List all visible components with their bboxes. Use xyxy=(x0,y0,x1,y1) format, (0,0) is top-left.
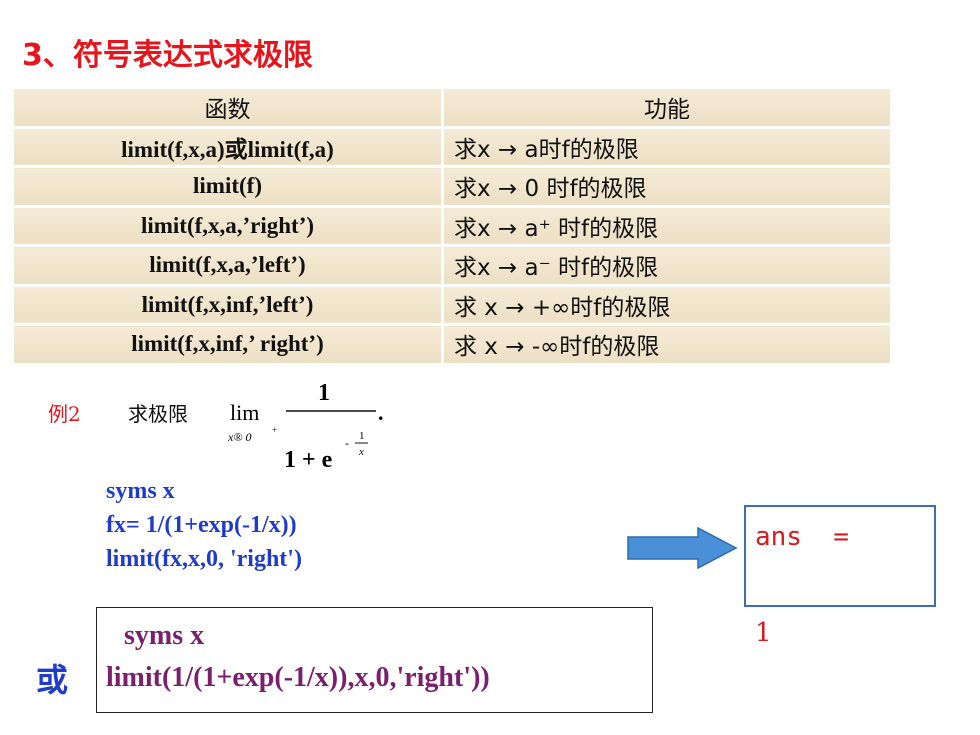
example-label: 例2 xyxy=(48,402,81,426)
formula-sub: x® 0 xyxy=(228,430,251,444)
code-box-2 xyxy=(96,607,653,713)
table-row: limit(f,x,a,’right’) 求x → a⁺ 时f的极限 xyxy=(14,206,890,247)
table-row: limit(f,x,a)或limit(f,a) 求x → a时f的极限 xyxy=(14,127,890,168)
formula-sub-sup: + xyxy=(272,425,277,435)
row-function: limit(f,x,inf,’ right’) xyxy=(14,324,444,366)
or-label: 或 xyxy=(36,661,69,699)
formula-period: . xyxy=(378,400,384,425)
row-function: limit(f,x,a,’right’) xyxy=(14,206,444,247)
table-row: limit(f) 求x → 0 时f的极限 xyxy=(14,166,890,208)
code-line: limit(fx,x,0, 'right') xyxy=(106,546,302,572)
table-row: limit(f,x,a,’left’) 求x → a⁻ 时f的极限 xyxy=(14,245,890,287)
formula-exp-num: 1 xyxy=(359,430,365,442)
table-row: limit(f,x,inf,’ right’) 求 x → -∞时f的极限 xyxy=(14,324,890,366)
limit-formula: lim x® 0 + 1 1 + e - 1 x . xyxy=(228,380,384,473)
row-description: 求x → a时f的极限 xyxy=(442,127,890,168)
formula-lim: lim xyxy=(230,400,259,425)
header-description: 功能 xyxy=(442,89,890,129)
formula-denominator: 1 + e xyxy=(284,447,333,473)
code-line: syms x xyxy=(106,478,175,504)
table-header-row: 函数 功能 xyxy=(14,89,890,129)
row-description: 求x → 0 时f的极限 xyxy=(442,166,890,208)
row-description: 求 x → -∞时f的极限 xyxy=(442,324,890,366)
answer-label: ans = xyxy=(755,522,849,552)
row-function: limit(f,x,a)或limit(f,a) xyxy=(14,127,444,168)
code-block-1: syms x fx= 1/(1+exp(-1/x)) limit(fx,x,0,… xyxy=(106,474,302,576)
header-function: 函数 xyxy=(14,89,444,129)
row-description: 求x → a⁻ 时f的极限 xyxy=(442,245,890,287)
row-description: 求 x → +∞时f的极限 xyxy=(442,285,890,326)
function-table: 函数 功能 limit(f,x,a)或limit(f,a) 求x → a时f的极… xyxy=(14,89,890,366)
answer-value: 1 xyxy=(755,618,772,648)
page-title: 3、符号表达式求极限 xyxy=(22,38,313,73)
example-text: 求极限 xyxy=(128,402,188,426)
formula-numerator: 1 xyxy=(318,380,330,406)
formula-exp-minus: - xyxy=(345,436,349,450)
row-function: limit(f,x,a,’left’) xyxy=(14,245,444,287)
formula-exp-den: x xyxy=(358,446,364,458)
row-description: 求x → a⁺ 时f的极限 xyxy=(442,206,890,247)
code-line: limit(1/(1+exp(-1/x)),x,0,'right')) xyxy=(106,662,490,693)
code-line: syms x xyxy=(124,620,205,651)
row-function: limit(f,x,inf,’left’) xyxy=(14,285,444,326)
table-row: limit(f,x,inf,’left’) 求 x → +∞时f的极限 xyxy=(14,285,890,326)
row-function: limit(f) xyxy=(14,166,444,208)
answer-box xyxy=(744,505,936,607)
right-arrow-icon xyxy=(627,526,738,570)
code-line: fx= 1/(1+exp(-1/x)) xyxy=(106,512,297,538)
